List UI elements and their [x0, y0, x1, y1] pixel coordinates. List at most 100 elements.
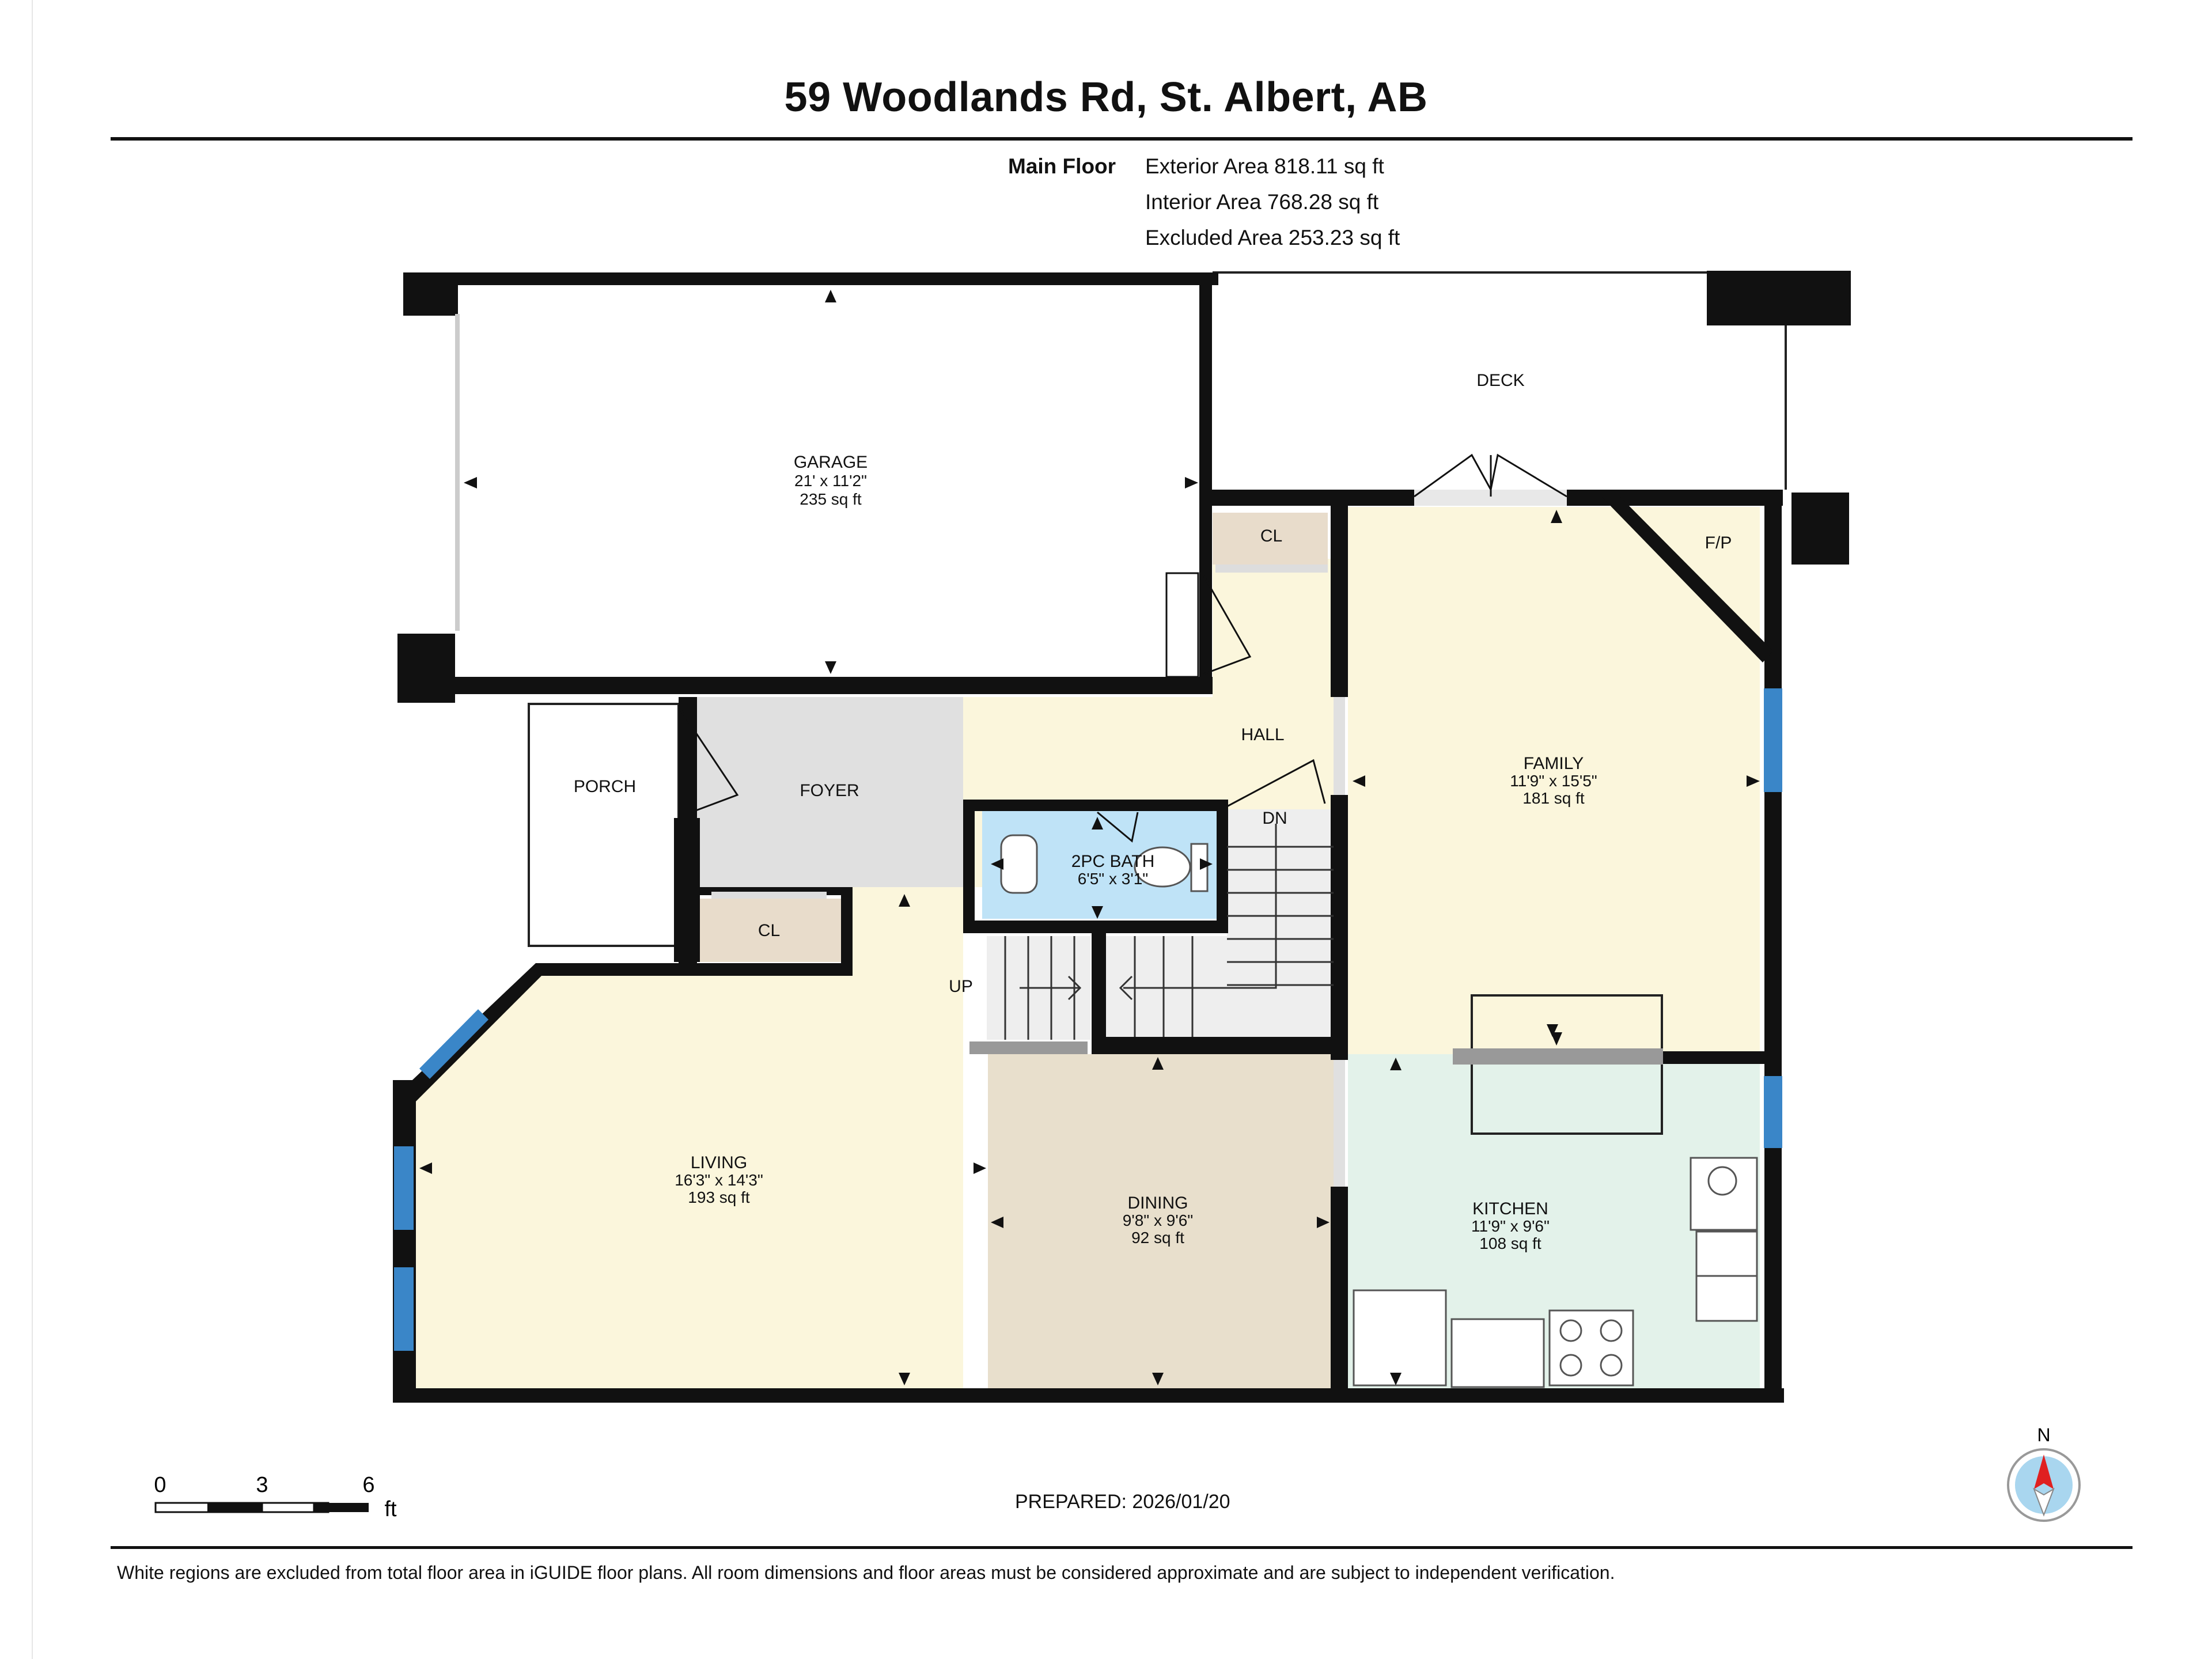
- dim-arrow: [1092, 906, 1103, 919]
- garage-top-wall: [455, 272, 1218, 285]
- room-fills: [415, 507, 1760, 1388]
- deck-door-right-swing: [1490, 453, 1567, 498]
- dim-arrow: [1200, 858, 1213, 870]
- title-rule: [111, 137, 2133, 141]
- dim-arrow: [825, 290, 836, 302]
- garage-right-wall: [1199, 272, 1212, 687]
- garage-door: [455, 314, 460, 631]
- living-window-lower: [394, 1267, 414, 1351]
- toilet-bowl-icon: [1134, 846, 1191, 888]
- bath-right-wall: [1217, 800, 1228, 929]
- dim-arrow: [1547, 1024, 1558, 1037]
- dim-arrow: [419, 1162, 432, 1174]
- dining-kitchen-opening: [1334, 1060, 1345, 1187]
- kitchen-window: [1764, 1076, 1782, 1148]
- hall-name: HALL: [1241, 725, 1284, 744]
- family-dims: 11'9" x 15'5": [1510, 772, 1597, 790]
- dining-name: DINING: [1128, 1194, 1188, 1213]
- kitchen-right-wall: [1764, 1146, 1782, 1400]
- stair-bottom-wall: [1092, 1037, 1345, 1054]
- dn-label: DN: [1262, 809, 1287, 828]
- garage-name: GARAGE: [794, 453, 868, 472]
- cl-hall-name: CL: [1260, 527, 1282, 546]
- porch-door-swing: [679, 708, 739, 813]
- garage-corner-tl: [403, 272, 458, 316]
- family-name: FAMILY: [1524, 754, 1584, 773]
- room-labels: GARAGE 21' x 11'2" 235 sq ft DECK CL F/P…: [574, 371, 1732, 1252]
- footer-rule: [111, 1546, 2133, 1549]
- scale-segment-dark: [207, 1503, 262, 1512]
- stair-up-arrowhead: [1067, 975, 1082, 1001]
- excluded-area: Excluded Area 253.23 sq ft: [1145, 226, 1400, 249]
- stairs-down-fill: [1227, 809, 1334, 1040]
- dim-arrow: [991, 858, 1003, 870]
- bath-left-wall: [963, 800, 975, 929]
- toilet-tank-icon: [1190, 843, 1209, 892]
- island-counter: [1453, 1048, 1663, 1065]
- dim-arrow: [1185, 477, 1198, 488]
- garage-hall-door: [1165, 572, 1199, 678]
- dim-arrow: [1353, 775, 1365, 787]
- foyer-name: FOYER: [800, 781, 859, 800]
- fixtures: [1000, 834, 1758, 1388]
- foyer-fill: [697, 697, 963, 887]
- dim-arrow: [1317, 1217, 1330, 1228]
- deck-corner-tr: [1707, 271, 1851, 325]
- bottom-exterior-wall: [393, 1388, 1784, 1403]
- garage-bottom-wall: [446, 677, 1213, 694]
- stove-burner-icon: [1600, 1319, 1623, 1342]
- interior-area: Interior Area 768.28 sq ft: [1145, 190, 1379, 214]
- compass: N: [2007, 1425, 2081, 1522]
- cl-foyer-fill: [700, 899, 841, 962]
- family-area: 181 sq ft: [1522, 789, 1585, 807]
- scale-tick-3: 3: [256, 1473, 268, 1497]
- dining-area: 92 sq ft: [1131, 1229, 1184, 1247]
- scale-bar: 0 3 6 ft: [154, 1473, 397, 1521]
- living-window-upper: [394, 1146, 414, 1230]
- stairs: [1004, 824, 1334, 1040]
- stove-icon: [1548, 1309, 1634, 1387]
- family-corner-post: [1791, 493, 1849, 565]
- kitchen-dims: 11'9" x 9'6": [1471, 1217, 1550, 1235]
- dim-arrow: [899, 1373, 910, 1385]
- dim-arrow: [1390, 1058, 1402, 1070]
- cl-foyer-right-wall: [841, 887, 853, 974]
- compass-needle-north: [2034, 1455, 2054, 1489]
- stair-rail: [969, 1041, 1088, 1054]
- compass-north-label: N: [2037, 1425, 2050, 1445]
- living-name: LIVING: [691, 1153, 747, 1172]
- disclaimer: White regions are excluded from total fl…: [117, 1562, 1615, 1583]
- dishwasher-icon: [1353, 1289, 1447, 1387]
- cooktop-burner-icon: [1707, 1166, 1737, 1196]
- compass-needle-south: [2033, 1487, 2055, 1517]
- page-title: 59 Woodlands Rd, St. Albert, AB: [784, 74, 1428, 120]
- garage-corner-bl: [397, 634, 455, 703]
- cl-foyer-door: [711, 892, 827, 899]
- dim-arrow: [1551, 1032, 1562, 1046]
- cl-hall-fill: [1213, 513, 1328, 565]
- porch-outline: [528, 703, 680, 947]
- dim-arrow: [899, 894, 910, 907]
- scale-tick-6: 6: [362, 1473, 374, 1497]
- porch-right-wall: [674, 818, 700, 962]
- family-fill: [1348, 507, 1760, 1054]
- living-fill: [415, 887, 963, 1388]
- family-top-wall-left: [1207, 490, 1414, 506]
- stove-burner-icon: [1559, 1354, 1582, 1377]
- bath-name: 2PC BATH: [1071, 852, 1154, 871]
- stair-divider-wall: [1092, 927, 1106, 1046]
- exterior-area: Exterior Area 818.11 sq ft: [1145, 154, 1384, 178]
- dim-arrow: [825, 661, 836, 674]
- floor-label: Main Floor: [1008, 154, 1116, 178]
- kitchen-name: KITCHEN: [1472, 1199, 1548, 1218]
- stair-down-arrow-path: [1123, 824, 1277, 989]
- bath-bottom-wall: [963, 921, 1228, 933]
- hall-family-wall-upper: [1331, 490, 1348, 697]
- cl-hall-door: [1215, 565, 1328, 573]
- dim-arrow: [1551, 510, 1562, 523]
- family-top-wall-right: [1567, 490, 1783, 506]
- garage-area: 235 sq ft: [800, 490, 862, 508]
- dim-arrow: [1747, 775, 1760, 787]
- family-window: [1764, 688, 1782, 792]
- family-right-wall-upper: [1764, 490, 1782, 697]
